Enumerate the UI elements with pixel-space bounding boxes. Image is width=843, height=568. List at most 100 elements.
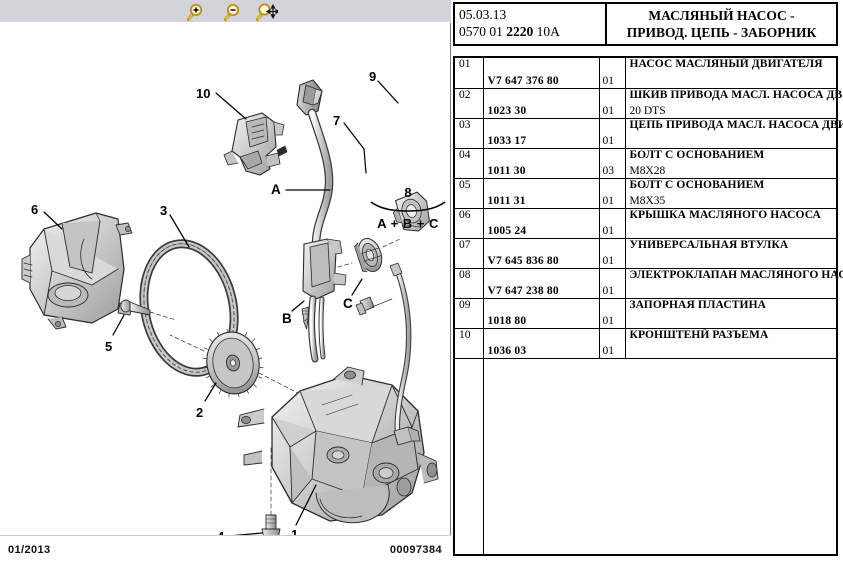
quantity: 01 (602, 284, 615, 297)
quantity-cell: 01 (599, 298, 626, 329)
title-heading-line2: ПРИВОД. ЦЕПЬ - ЗАБОРНИК (626, 25, 817, 40)
callout-B: B (282, 311, 292, 326)
callout-3: 3 (160, 203, 168, 218)
title-ref-code: 0570 01 2220 10A (459, 23, 605, 40)
row-index-cell: 06 (455, 208, 484, 239)
row-index-cell: 01 (455, 58, 484, 89)
part-6-pump-cover (21, 212, 133, 330)
description-cell: ЦЕПЬ ПРИВОДА МАСЛ. НАСОСА ДВИГ (625, 118, 843, 149)
part-number-cell[interactable]: 1036 03 (483, 328, 600, 359)
row-index: 01 (459, 58, 471, 70)
description: БОЛТ С ОСНОВАНИЕМ (629, 178, 765, 191)
description-cell: КРОНШТЕНЙ РАЗЪЕМА (625, 328, 836, 359)
zoom-out-icon[interactable] (222, 2, 244, 22)
description: НАСОС МАСЛЯНЫЙ ДВИГАТЕЛЯ (629, 58, 823, 70)
part-C-long-bolt (355, 296, 393, 316)
diagram-footer: 01/2013 00097384 (0, 535, 451, 568)
quantity: 01 (602, 134, 615, 147)
part-B-screw (301, 306, 310, 330)
row-index: 04 (459, 148, 471, 161)
title-heading: МАСЛЯНЫЙ НАСОС - ПРИВОД. ЦЕПЬ - ЗАБОРНИК (607, 4, 836, 44)
description-cell: НАСОС МАСЛЯНЫЙ ДВИГАТЕЛЯ (625, 58, 836, 89)
brace-number: 8 (404, 185, 412, 200)
part-number-cell[interactable]: 1018 80 (483, 298, 600, 329)
row-index: 07 (459, 238, 471, 251)
part-number-cell[interactable]: 1033 17 (483, 118, 600, 149)
table-row[interactable]: 05 1011 31 01 БОЛТ С ОСНОВАНИЕМ M8X35 (455, 178, 836, 209)
part-number-cell[interactable]: 1011 30 (483, 148, 600, 179)
row-index-cell: 03 (455, 118, 484, 149)
part-number-cell[interactable]: 1005 24 (483, 208, 600, 239)
part-number-cell[interactable]: V7 647 238 80 (483, 268, 600, 299)
callout-4: 4 (217, 530, 224, 535)
ref-suffix: 10A (533, 24, 560, 39)
part-number: V7 647 238 80 (487, 284, 559, 297)
part-number: 1033 17 (487, 134, 527, 147)
quantity: 01 (602, 194, 615, 207)
part-3-drive-chain (139, 239, 239, 377)
part-number-cell[interactable]: 1023 30 (483, 88, 600, 119)
callout-7: 7 (333, 113, 341, 128)
table-row[interactable]: 03 1033 17 01 ЦЕПЬ ПРИВОДА МАСЛ. НАСОСА ДВИ… (455, 118, 843, 149)
row-index: 03 (459, 118, 471, 131)
description-cell: КРЫШКА МАСЛЯНОГО НАСОСА (625, 208, 836, 239)
row-index: 08 (459, 268, 471, 281)
description: КРЫШКА МАСЛЯНОГО НАСОСА (629, 208, 821, 221)
quantity: 01 (602, 74, 615, 87)
quantity-cell: 01 (599, 118, 626, 149)
part-number: 1011 31 (487, 194, 526, 207)
part-10-connector-bracket (223, 112, 288, 176)
quantity: 03 (602, 164, 615, 177)
part-A-solenoid-assembly (296, 79, 353, 363)
row-index-cell: 07 (455, 238, 484, 269)
leader-lines (43, 80, 399, 535)
part-number: 1011 30 (487, 164, 526, 177)
callout-10: 10 (196, 86, 211, 101)
part-number-cell[interactable]: V7 645 836 80 (483, 238, 600, 269)
callout-5: 5 (105, 339, 113, 354)
quantity-cell: 01 (599, 178, 626, 209)
quantity-cell: 01 (599, 268, 626, 299)
row-index: 05 (459, 178, 471, 191)
callout-6: 6 (31, 202, 39, 217)
description-variant: M8X35 (629, 194, 666, 207)
parts-list-panel: 05.03.13 0570 01 2220 10A МАСЛЯНЫЙ НАСОС… (451, 0, 843, 568)
part-number: V7 647 376 80 (487, 74, 559, 87)
table-row[interactable]: 01 V7 647 376 80 01 НАСОС МАСЛЯНЫЙ ДВИГАТЕЛ… (455, 58, 836, 89)
zoom-in-icon[interactable] (185, 2, 207, 22)
exploded-view-diagram[interactable]: 10 9 7 A 6 3 5 B C 2 4 1 8 A + B + C (0, 23, 450, 535)
description: ЗАПОРНАЯ ПЛАСТИНА (629, 298, 767, 311)
quantity-cell: 01 (599, 58, 626, 89)
row-index: 10 (459, 328, 471, 341)
zoom-pan-icon[interactable] (256, 2, 278, 22)
description: КРОНШТЕНЙ РАЗЪЕМА (629, 328, 769, 341)
description: УНИВЕРСАЛЬНАЯ ВТУЛКА (629, 238, 789, 251)
diagram-artwork (21, 79, 439, 535)
description: ШКИВ ПРИВОДА МАСЛ. НАСОСА ДВ. (629, 88, 843, 101)
description: ЦЕПЬ ПРИВОДА МАСЛ. НАСОСА ДВИГ (629, 118, 843, 131)
ref-bold: 2220 (506, 24, 534, 39)
callout-A: A (271, 182, 281, 197)
part-number: 1005 24 (487, 224, 527, 237)
part-number-cell[interactable]: V7 647 376 80 (483, 58, 600, 89)
part-number-cell[interactable]: 1011 31 (483, 178, 600, 209)
quantity-cell: 03 (599, 148, 626, 179)
footer-date: 01/2013 (8, 544, 51, 556)
quantity-cell: 01 (599, 208, 626, 239)
description-cell: ЗАПОРНАЯ ПЛАСТИНА (625, 298, 836, 329)
part-number: 1018 80 (487, 314, 527, 327)
row-index: 09 (459, 298, 471, 311)
part-5-bolt (120, 299, 177, 321)
row-index: 02 (459, 88, 471, 101)
description-cell: УНИВЕРСАЛЬНАЯ ВТУЛКА (625, 238, 836, 269)
quantity-cell: 01 (599, 328, 626, 359)
description: БОЛТ С ОСНОВАНИЕМ (629, 148, 765, 161)
